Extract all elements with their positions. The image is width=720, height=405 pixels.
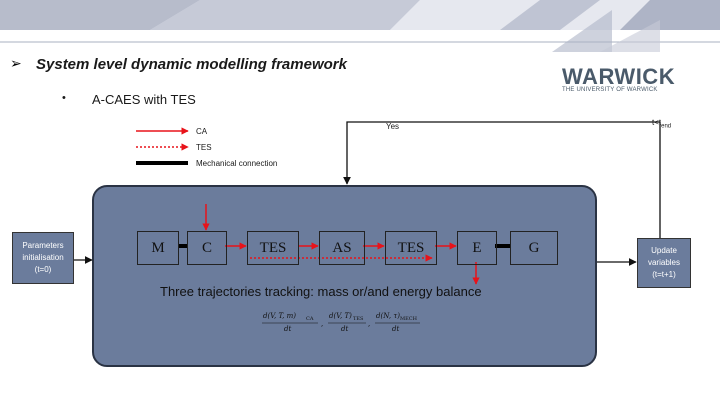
svg-text:dt: dt (341, 325, 348, 333)
svg-text:d(N, τ): d(N, τ) (376, 312, 400, 320)
main-panel (92, 185, 597, 367)
component-c: C (187, 231, 227, 265)
warwick-logo-icon (552, 10, 660, 52)
logo-wordmark: WARWICK (562, 64, 676, 89)
svg-text:CA: CA (306, 316, 314, 322)
component-g: G (510, 231, 558, 265)
component-tes-1: TES (247, 231, 299, 265)
svg-text:MECH: MECH (400, 316, 418, 322)
params-init-box: Parameters initialisation (t=0) (12, 232, 74, 284)
svg-text:,: , (321, 320, 323, 328)
tracking-label: Three trajectories tracking: mass or/and… (160, 284, 482, 299)
component-tes-2: TES (385, 231, 437, 265)
svg-text:d(V, T): d(V, T) (329, 312, 352, 320)
legend-ca-label: CA (196, 127, 208, 136)
legend-tes-label: TES (196, 143, 212, 152)
balance-equations: d(V, T, m) CA dt , d(V, T) TES dt , d(N,… (262, 312, 420, 333)
logo-tagline: THE UNIVERSITY OF WARWICK (562, 87, 658, 93)
component-e: E (457, 231, 497, 265)
t-end-condition: t<tend (652, 118, 672, 130)
title-arrow-icon: ➢ (10, 55, 22, 71)
header-banner (0, 0, 720, 30)
component-m: M (137, 231, 179, 265)
feedback-loop (343, 121, 661, 240)
legend-mech-label: Mechanical connection (196, 159, 278, 168)
page-title: System level dynamic modelling framework (36, 56, 347, 73)
svg-text:d(V, T, m): d(V, T, m) (263, 312, 296, 320)
svg-text:,: , (368, 320, 370, 328)
svg-text:dt: dt (284, 325, 291, 333)
svg-text:dt: dt (392, 325, 399, 333)
update-variables-box: Update variables (t=t+1) (637, 238, 691, 288)
subtitle: A-CAES with TES (92, 92, 196, 107)
bullet-marker: • (62, 92, 66, 104)
component-as: AS (319, 231, 365, 265)
svg-text:TES: TES (353, 316, 364, 322)
yes-label: Yes (386, 122, 400, 131)
